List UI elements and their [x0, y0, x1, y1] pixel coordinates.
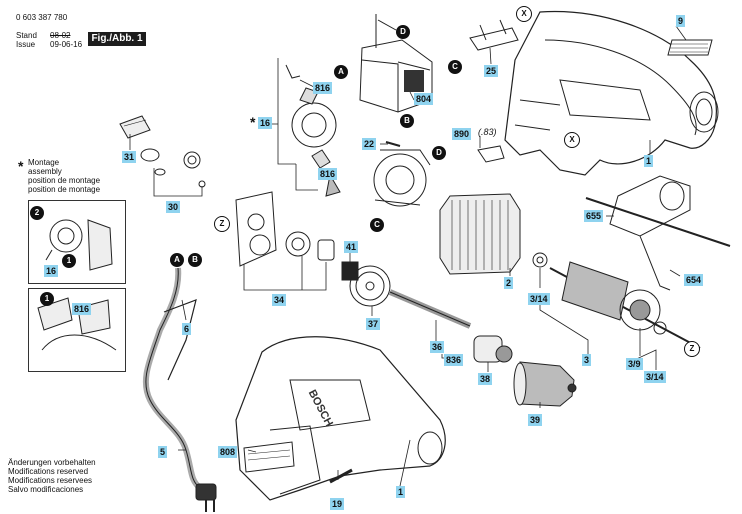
- part-tag-30: 30: [166, 201, 181, 213]
- part-tag-808: 808: [218, 446, 238, 458]
- stand-label: Stand: [16, 31, 37, 40]
- footer-line-1: Änderungen vorbehalten: [8, 458, 96, 467]
- assembly-line-3: position de montage: [28, 176, 101, 185]
- part-tag-41: 41: [344, 241, 359, 253]
- footer-line-3: Modifications reservees: [8, 476, 93, 485]
- part-tag-1-top: 1: [644, 155, 654, 167]
- part-654-aux-handle: [609, 175, 691, 237]
- marker-d-right: D: [432, 146, 446, 160]
- part-tag-654: 654: [684, 274, 704, 286]
- part-tag-655: 655: [584, 210, 604, 222]
- marker-x-top: X: [516, 6, 532, 22]
- part-tag-816-inset: 816: [72, 303, 92, 315]
- inset-step-1-marker-b: 1: [40, 292, 54, 306]
- part-tag-816-lower: 816: [318, 168, 338, 180]
- part-tag-36: 36: [430, 341, 445, 353]
- group-16-star: *: [250, 114, 256, 130]
- part-34-plate: [235, 191, 277, 267]
- part-tag-3-14-left: 3/14: [528, 293, 550, 305]
- part-tag-3-14-right: 3/14: [644, 371, 666, 383]
- part-tag-34: 34: [272, 294, 287, 306]
- part-tag-9: 9: [676, 15, 686, 27]
- quantity-note: (.83): [478, 127, 497, 137]
- old-date: 08-02: [50, 31, 71, 40]
- inset-step-2-marker: 2: [30, 206, 44, 220]
- footer-line-2: Modifications reserved: [8, 467, 89, 476]
- marker-z-left: Z: [214, 216, 230, 232]
- part-tag-2: 2: [504, 277, 514, 289]
- part-tag-38: 38: [478, 373, 493, 385]
- marker-b-cable: B: [188, 253, 202, 267]
- part-tag-804: 804: [414, 93, 434, 105]
- part-tag-5: 5: [158, 446, 168, 458]
- assembly-line-4: position de montage: [28, 185, 101, 194]
- part-tag-1-bottom: 1: [396, 486, 406, 498]
- part-tag-836: 836: [444, 354, 464, 366]
- marker-b-top: B: [400, 114, 414, 128]
- marker-a-top: A: [334, 65, 348, 79]
- figure-label: Fig./Abb. 1: [88, 32, 146, 46]
- part-9-plate: [667, 39, 713, 56]
- part-tag-25: 25: [484, 65, 499, 77]
- part-808-label: [243, 441, 295, 473]
- marker-x-mid: X: [564, 132, 580, 148]
- housing-half-right: [504, 10, 717, 176]
- inset-step-1-marker-a: 1: [62, 254, 76, 268]
- new-date: 09-06-16: [50, 40, 83, 49]
- part-25-clip: [469, 19, 519, 51]
- marker-a-cable: A: [170, 253, 184, 267]
- part-3-armature: [561, 261, 629, 321]
- part-tag-19: 19: [330, 498, 345, 510]
- inset-drawings: [37, 219, 117, 351]
- part-39-chuck: [519, 361, 575, 407]
- marker-z-right: Z: [684, 341, 700, 357]
- issue-label: Issue: [16, 40, 36, 49]
- assembly-line-1: Montage: [28, 158, 60, 167]
- part-tag-3: 3: [582, 354, 592, 366]
- part-tag-890: 890: [452, 128, 472, 140]
- part-tag-16-inset: 16: [44, 265, 59, 277]
- part-tag-37: 37: [366, 318, 381, 330]
- footer-line-4: Salvo modificaciones: [8, 485, 84, 494]
- part-tag-3-9: 3/9: [626, 358, 643, 370]
- part-tag-816-top: 816: [313, 82, 333, 94]
- document-number: 0 603 387 780: [16, 13, 68, 22]
- marker-d-top: D: [396, 25, 410, 39]
- part-tag-6: 6: [182, 323, 192, 335]
- part-31-cap: [119, 115, 151, 139]
- part-tag-16: 16: [258, 117, 273, 129]
- assembly-line-2: assembly: [28, 167, 62, 176]
- part-tag-31: 31: [122, 151, 137, 163]
- assembly-star: *: [18, 158, 24, 174]
- part-tag-22: 22: [362, 138, 377, 150]
- part-tag-39: 39: [528, 414, 543, 426]
- marker-c-right: C: [370, 218, 384, 232]
- marker-c-top: C: [448, 60, 462, 74]
- gear-37: [349, 265, 391, 307]
